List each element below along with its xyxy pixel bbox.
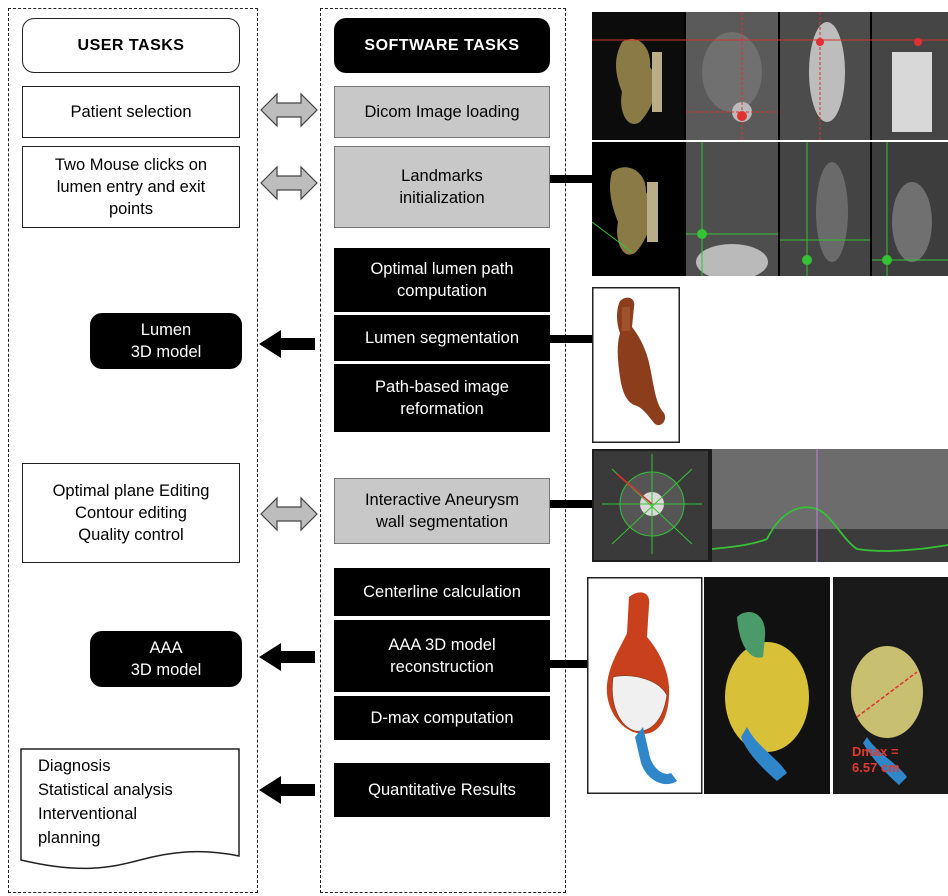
lumen-segmentation-box: Lumen segmentation bbox=[334, 315, 550, 361]
landmarks-box: Landmarks initialization bbox=[334, 146, 550, 228]
connector-line bbox=[550, 175, 592, 183]
editing-box: Optimal plane Editing Contour editing Qu… bbox=[22, 463, 240, 563]
patient-selection-box: Patient selection bbox=[22, 86, 240, 138]
software-tasks-header: SOFTWARE TASKS bbox=[334, 18, 550, 73]
left-arrow-icon bbox=[259, 643, 315, 671]
double-arrow-icon bbox=[260, 92, 318, 128]
aaa-3d-model-image bbox=[587, 577, 948, 794]
ct-images-row-1 bbox=[592, 12, 948, 140]
wall-segmentation-box: Interactive Aneurysm wall segmentation bbox=[334, 478, 550, 544]
dmax-label: Dmax = 6.57 cm bbox=[852, 744, 900, 775]
lumen-3d-model-box: Lumen 3D model bbox=[90, 313, 242, 369]
user-tasks-header: USER TASKS bbox=[22, 18, 240, 73]
connector-line bbox=[550, 335, 592, 343]
arrows-layer bbox=[259, 92, 318, 804]
connector-line bbox=[550, 500, 592, 508]
path-reformation-box: Path-based image reformation bbox=[334, 364, 550, 432]
software-tasks-column bbox=[320, 8, 566, 893]
quantitative-results-box: Quantitative Results bbox=[334, 763, 550, 817]
dicom-loading-box: Dicom Image loading bbox=[334, 86, 550, 138]
lumen-3d-model-image bbox=[592, 287, 680, 443]
results-document-text: Diagnosis Statistical analysis Intervent… bbox=[38, 757, 173, 847]
double-arrow-icon bbox=[260, 496, 318, 532]
connector-line bbox=[550, 660, 588, 668]
results-document-shape bbox=[20, 748, 240, 870]
ct-images-row-2 bbox=[592, 142, 948, 276]
aaa-3d-model-box: AAA 3D model bbox=[90, 631, 242, 687]
user-tasks-column bbox=[8, 8, 258, 893]
aaa-reconstruction-box: AAA 3D model reconstruction bbox=[334, 620, 550, 692]
left-arrow-icon bbox=[259, 776, 315, 804]
dmax-computation-box: D-max computation bbox=[334, 696, 550, 740]
wall-segmentation-image bbox=[592, 449, 948, 562]
left-arrow-icon bbox=[259, 330, 315, 358]
lumen-path-box: Optimal lumen path computation bbox=[334, 248, 550, 312]
mouse-clicks-box: Two Mouse clicks on lumen entry and exit… bbox=[22, 146, 240, 228]
double-arrow-icon bbox=[260, 165, 318, 201]
centerline-box: Centerline calculation bbox=[334, 568, 550, 616]
